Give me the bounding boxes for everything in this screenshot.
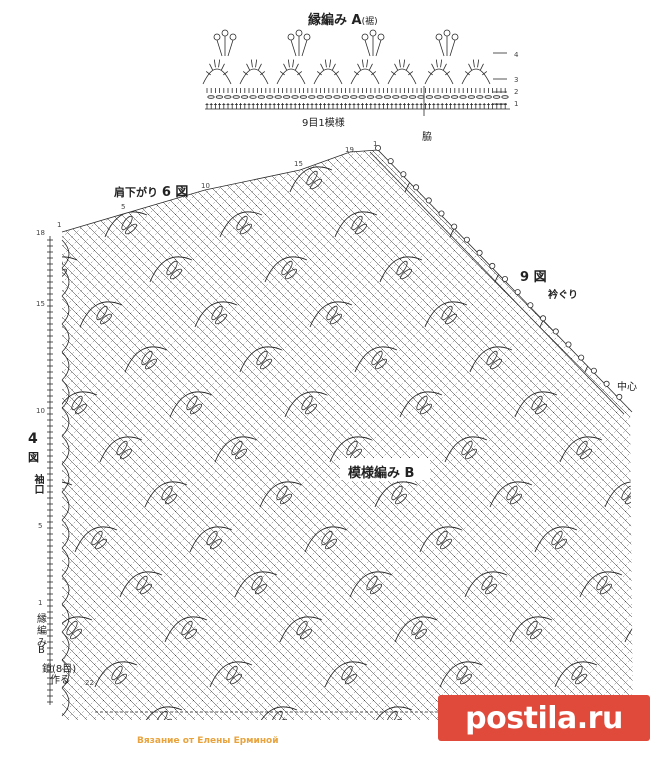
credit-text: Вязание от Елены Ерминой	[137, 736, 279, 746]
neck-label: 衿ぐり	[548, 290, 578, 301]
top-chart-title: 縁編み A(裾)	[308, 9, 378, 28]
watermark-text: postila.ru	[465, 700, 623, 736]
top-count-5: 5	[121, 203, 126, 211]
top-chart-title-text: 縁編み A	[308, 13, 362, 28]
top-row-3: 3	[514, 76, 519, 84]
repeat-label: 9目1模様	[302, 118, 345, 129]
row-1: 1	[38, 599, 43, 607]
top-row-4: 4	[514, 51, 519, 59]
top-count-15: 15	[294, 160, 303, 168]
top-row-2: 2	[514, 88, 519, 96]
top-count-19: 19	[345, 146, 354, 154]
row-10: 10	[36, 407, 45, 415]
top-count-1b: 1	[373, 140, 378, 148]
shoulder-fig: 6 図	[161, 185, 189, 200]
shoulder-label-text: 肩下がり	[114, 186, 158, 199]
edge-b-label-4: B	[38, 645, 45, 656]
sleeve-fig-label: 4	[28, 431, 38, 447]
top-edging-chart	[202, 29, 510, 116]
top-count-10: 10	[201, 182, 210, 190]
bottom-count-22: 22	[85, 679, 94, 687]
row-5: 5	[38, 522, 43, 530]
top-row-1: 1	[514, 100, 519, 108]
pattern-b-label: 模様編み B	[346, 462, 417, 481]
edge-b-label-2: 編	[37, 626, 47, 637]
top-count-1: 1	[57, 221, 62, 229]
watermark-logo: postila.ru	[438, 695, 650, 741]
center-label: 中心	[617, 382, 637, 393]
row-18: 18	[36, 229, 45, 237]
sleeve-fig-label-2: 図	[28, 451, 39, 464]
edge-b-label-1: 縁	[37, 614, 47, 625]
shoulder-label: 肩下がり 6 図	[114, 181, 188, 200]
side-label: 脇	[422, 132, 432, 143]
edge-b-label-3: み	[37, 638, 47, 649]
row-15: 15	[36, 300, 45, 308]
neck-fig-label: 9 図	[520, 270, 547, 285]
sleeve-label: 袖口	[32, 474, 43, 494]
chain-label: 鎖(8目)	[42, 664, 77, 675]
top-chart-title-note: (裾)	[361, 17, 378, 27]
chain-label-2: 作る	[50, 675, 70, 686]
